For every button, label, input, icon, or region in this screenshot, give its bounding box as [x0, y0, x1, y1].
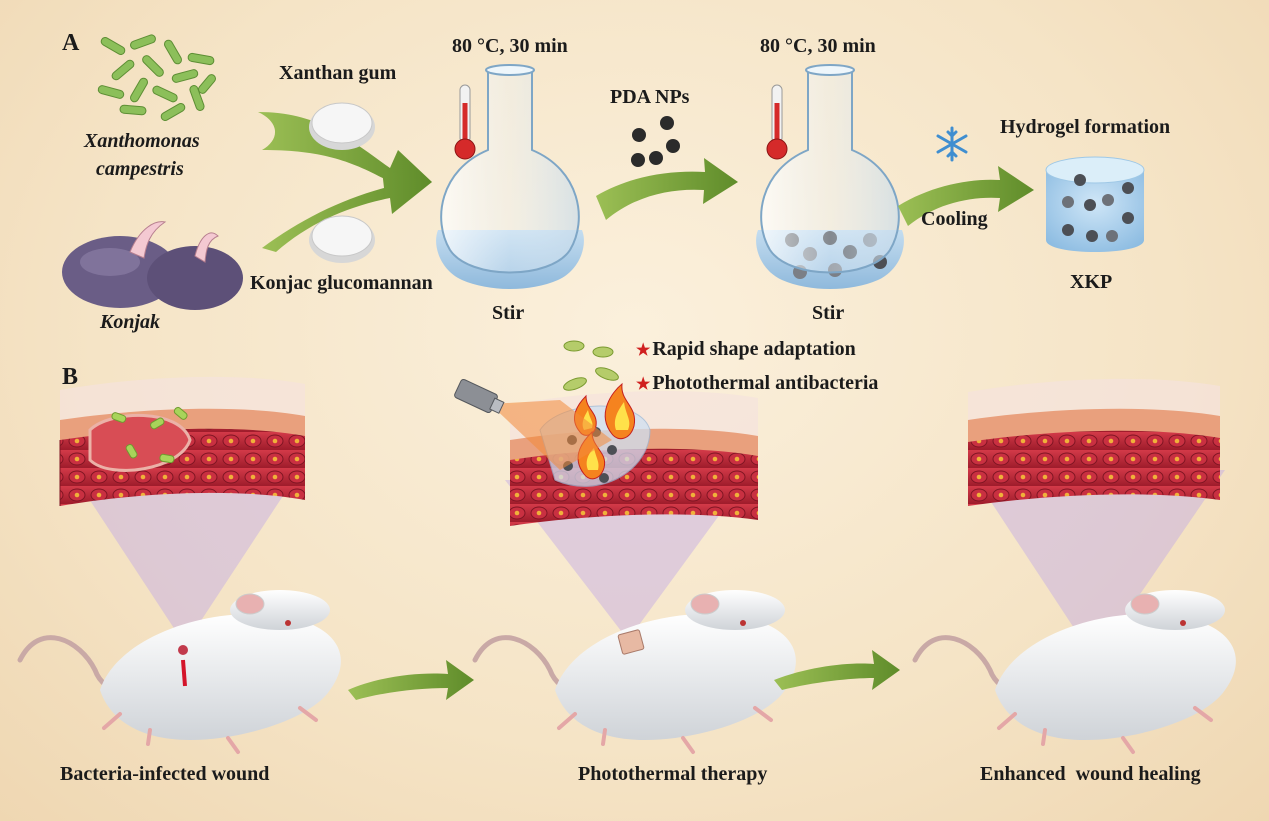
bacteria-cluster — [97, 34, 216, 121]
zoom-beam-1 — [70, 470, 300, 645]
skin-block-1 — [59, 376, 305, 506]
step1-condition: 80 °C, 30 min — [452, 35, 568, 57]
stage-1-label: Bacteria-infected wound — [60, 763, 270, 785]
skin-block-3 — [968, 378, 1220, 506]
stage-3-label: Enhanced wound healing — [980, 763, 1201, 785]
xanthan-gum-label: Xanthan gum — [279, 62, 397, 84]
feature-1-text: Rapid shape adaptation — [652, 338, 856, 360]
thermometer-icon — [766, 84, 788, 160]
konjac-glucomannan-label: Konjac glucomannan — [250, 272, 433, 294]
campestris-label: campestris — [96, 158, 184, 180]
pda-nanoparticles — [631, 116, 680, 167]
star-icon: ★ — [636, 376, 651, 393]
panel-b-letter: B — [62, 364, 79, 390]
konjak-label: Konjak — [100, 311, 161, 333]
cooling-label: Cooling — [921, 208, 988, 230]
hydrogel-formation-label: Hydrogel formation — [1000, 116, 1171, 138]
snowflake-icon — [936, 126, 968, 162]
mouse-1 — [17, 590, 341, 754]
feature-2: ★Photothermal antibacteria — [636, 372, 878, 395]
star-icon: ★ — [636, 342, 651, 359]
mouse-2 — [472, 590, 796, 754]
feature-2-text: Photothermal antibacteria — [652, 372, 879, 394]
mouse-3 — [912, 590, 1236, 754]
arrow-to-flask-2 — [596, 158, 738, 220]
zoom-beam-3 — [970, 470, 1225, 660]
panel-a-letter: A — [62, 30, 80, 56]
xkp-hydrogel — [1045, 156, 1145, 252]
step2-condition: 80 °C, 30 min — [760, 35, 876, 57]
flask-1 — [436, 64, 584, 289]
stage-2-label: Photothermal therapy — [578, 763, 768, 785]
konjac-tubers — [62, 221, 243, 310]
arrow-to-hydrogel — [898, 166, 1034, 226]
konjac-dish — [309, 215, 375, 263]
merge-arrows — [258, 112, 432, 252]
arrow-stage-1-2 — [348, 660, 474, 700]
flask-2 — [756, 64, 904, 289]
flame-icon — [604, 382, 636, 440]
xanthan-dish — [309, 102, 375, 150]
thermometer-icon — [454, 84, 476, 160]
zoom-beam-2 — [505, 480, 745, 640]
step1-action: Stir — [492, 302, 525, 324]
arrow-stage-2-3 — [774, 650, 900, 690]
laser-icon — [454, 378, 612, 470]
step2-action: Stir — [812, 302, 845, 324]
xkp-label: XKP — [1070, 271, 1113, 293]
pda-nps-label: PDA NPs — [610, 86, 690, 108]
feature-1: ★Rapid shape adaptation — [636, 338, 856, 361]
xanthomonas-label: Xanthomonas — [84, 130, 200, 152]
